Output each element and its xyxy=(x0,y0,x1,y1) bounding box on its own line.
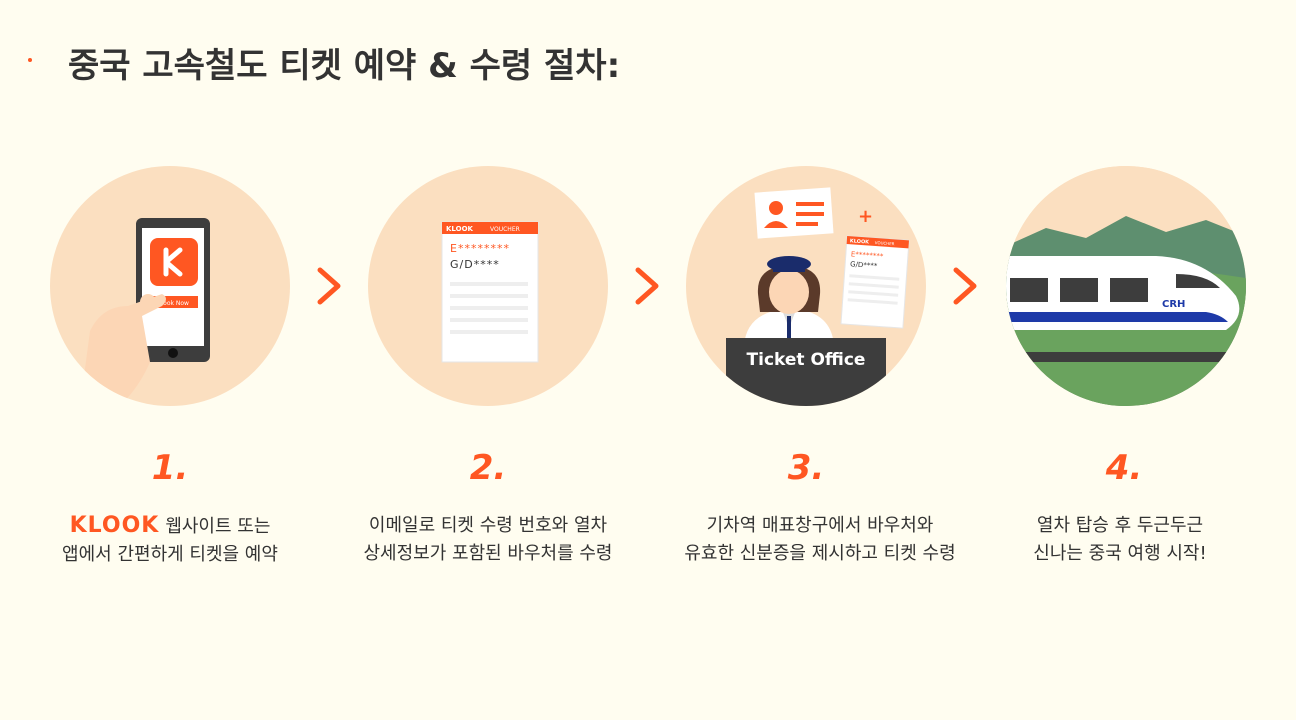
svg-text:KLOOK: KLOOK xyxy=(446,225,474,233)
step-3-line2: 유효한 신분증을 제시하고 티켓 수령 xyxy=(684,543,956,564)
step-4-illustration: CRH xyxy=(1006,166,1246,406)
step-3-description: 기차역 매표창구에서 바우처와 유효한 신분증을 제시하고 티켓 수령 xyxy=(650,512,990,568)
step-2-line2: 상세정보가 포함된 바우처를 수령 xyxy=(363,543,613,564)
step-1-illustration: Book Now xyxy=(50,166,290,406)
svg-text:G/D****: G/D**** xyxy=(850,260,878,270)
svg-text:VOUCHER: VOUCHER xyxy=(875,240,895,246)
klook-logo: KLOOK xyxy=(69,513,160,538)
train-icon: CRH xyxy=(1006,166,1246,406)
ticket-counter xyxy=(726,338,886,406)
step-4-line2: 신나는 중국 여행 시작! xyxy=(1033,543,1207,564)
step-3-illustration: + KLOOK VOUCHER E******** G/D**** Ticket… xyxy=(686,166,926,406)
voucher-icon: KLOOK VOUCHER E******** G/D**** xyxy=(840,235,910,329)
title-bullet xyxy=(28,58,32,62)
phone-icon: Book Now xyxy=(80,218,210,406)
step-3-line1: 기차역 매표창구에서 바우처와 xyxy=(706,515,934,536)
ticket-office-label: Ticket Office xyxy=(747,350,866,370)
svg-text:E********: E******** xyxy=(851,250,884,260)
step-2-illustration: KLOOK VOUCHER E******** G/D**** xyxy=(368,166,608,406)
svg-text:KLOOK: KLOOK xyxy=(850,238,871,245)
chevron-right-icon xyxy=(953,267,977,305)
page-title: 중국 고속철도 티켓 예약 & 수령 절차: xyxy=(68,46,621,86)
plus-sign: + xyxy=(858,206,873,227)
step-4-number: 4. xyxy=(1105,448,1143,488)
chevron-right-icon xyxy=(317,267,341,305)
step-2-line1: 이메일로 티켓 수령 번호와 열차 xyxy=(368,515,608,536)
step-4-line1: 열차 탑승 후 두근두근 xyxy=(1036,515,1204,536)
phone-book-now: Book Now xyxy=(159,300,189,307)
id-card-icon xyxy=(754,187,834,239)
step-2-description: 이메일로 티켓 수령 번호와 열차 상세정보가 포함된 바우처를 수령 xyxy=(318,512,658,568)
svg-text:G/D****: G/D**** xyxy=(450,258,500,271)
svg-text:VOUCHER: VOUCHER xyxy=(490,226,520,233)
step-1-line1: 웹사이트 또는 xyxy=(165,516,271,537)
voucher-icon: KLOOK VOUCHER E******** G/D**** xyxy=(441,221,539,363)
step-1-line2: 앱에서 간편하게 티켓을 예약 xyxy=(62,544,278,565)
ticket-clerk-icon xyxy=(744,256,834,346)
chevron-right-icon xyxy=(635,267,659,305)
crh-label: CRH xyxy=(1162,299,1185,310)
step-2-number: 2. xyxy=(469,448,507,488)
step-1-number: 1. xyxy=(151,448,189,488)
step-3-number: 3. xyxy=(787,448,825,488)
step-4-description: 열차 탑승 후 두근두근 신나는 중국 여행 시작! xyxy=(950,512,1290,568)
svg-text:E********: E******** xyxy=(450,242,510,255)
